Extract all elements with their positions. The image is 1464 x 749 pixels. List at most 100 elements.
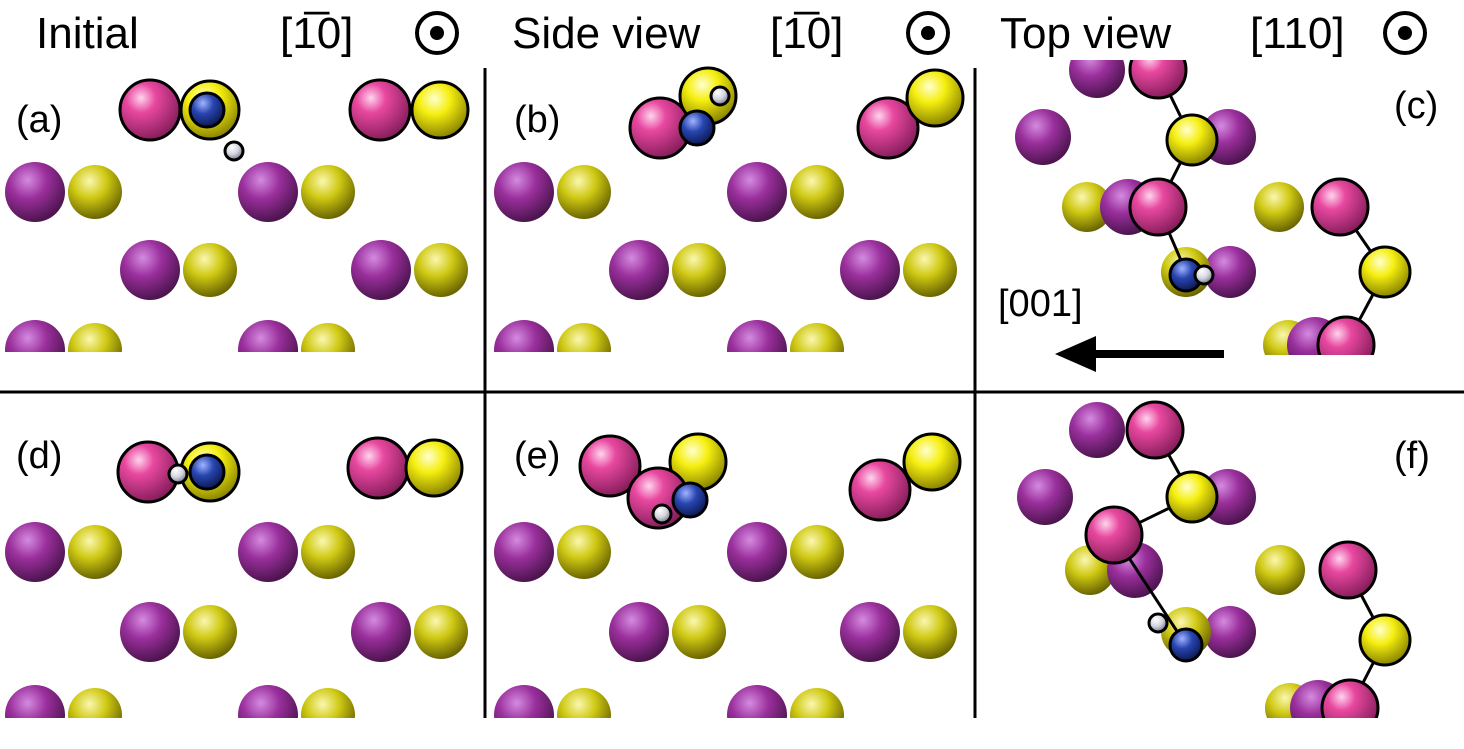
olive-atom [301,323,355,352]
blue-atom [1168,627,1204,663]
panel-f [1017,400,1412,718]
purple-atom [120,602,180,662]
yellow-atom [902,432,962,492]
purple-atom [727,685,787,718]
olive-atom [301,525,355,579]
purple-atom [5,522,65,582]
purple-atom [494,685,554,718]
pink-atom [346,436,410,500]
header-initial-direction: [1̅0] [280,9,353,58]
olive-atom [301,688,355,718]
olive-atom [557,688,611,718]
olive-atom [183,605,237,659]
arrow-direction-label: [001] [998,283,1083,325]
pink-atom [1128,177,1188,237]
pink-atom [856,96,920,160]
blue-atom [671,481,709,519]
olive-atom [68,525,122,579]
olive-atom [790,525,844,579]
olive-atom [557,323,611,352]
header-side-view: Side view [512,9,701,58]
olive-atom [672,605,726,659]
bond-line [1156,69,1194,273]
white-atom [167,463,189,485]
yellow-atom [905,68,965,128]
out-of-plane-dot-icon [415,11,459,55]
pink-atom [1125,400,1185,460]
olive-atom [68,323,122,352]
panel-label-f: (f) [1394,435,1430,477]
yellow-atom [404,438,464,498]
purple-atom [5,162,65,222]
panel-dividers [0,68,1464,718]
purple-atom [727,522,787,582]
yellow-atom [410,80,470,140]
purple-atom [238,685,298,718]
panel-b [494,66,965,352]
panel-d [5,436,468,718]
olive-atom [1254,182,1304,232]
panel-label-e: (e) [514,435,560,477]
white-atom [1147,612,1169,634]
yellow-atom [1358,245,1412,299]
purple-atom [120,240,180,300]
pink-atom [1320,678,1380,718]
olive-atom [183,243,237,297]
olive-atom [790,323,844,352]
pink-atom [118,78,182,142]
panel-label-a: (a) [16,99,62,141]
purple-atom [238,162,298,222]
white-atom [651,503,673,525]
header-top-view: Top view [1000,9,1171,58]
purple-atom [1015,109,1071,165]
purple-atom [238,522,298,582]
purple-atom [1204,606,1256,658]
purple-atom [351,602,411,662]
olive-atom [557,165,611,219]
purple-atom [494,162,554,222]
white-atom [1193,264,1215,286]
purple-atom [238,320,298,352]
purple-atom [494,320,554,352]
purple-atom [609,602,669,662]
white-atom [223,140,245,162]
olive-atom [557,525,611,579]
purple-atom [5,320,65,352]
pink-atom [578,434,642,498]
pink-atom [1084,505,1144,565]
blue-atom [188,91,226,129]
purple-atom [840,240,900,300]
header-initial: Initial [36,9,139,58]
olive-atom [68,688,122,718]
yellow-atom [1358,613,1412,667]
purple-atom [1069,402,1125,458]
panel-e [494,432,962,718]
pink-atom [1318,540,1378,600]
white-atom [709,85,731,107]
olive-atom [1062,182,1112,232]
blue-atom [188,453,226,491]
olive-atom [903,243,957,297]
panel-label-b: (b) [514,99,560,141]
purple-atom [1204,246,1256,298]
olive-atom [301,165,355,219]
olive-atom [414,243,468,297]
purple-atom [1017,469,1073,525]
purple-atom [351,240,411,300]
olive-atom [790,165,844,219]
olive-atom [68,165,122,219]
olive-atom [903,605,957,659]
out-of-plane-dot-icon [1383,11,1427,55]
yellow-atom [1165,470,1219,524]
pink-atom [1128,60,1188,100]
panel-label-d: (d) [16,435,62,477]
arrow-left-icon [1055,336,1224,372]
purple-atom [609,240,669,300]
blue-atom [678,109,716,147]
purple-atom [727,320,787,352]
purple-atom [494,522,554,582]
purple-atom [727,162,787,222]
pink-atom [848,458,912,522]
header-side-direction: [1̅0] [770,9,843,58]
